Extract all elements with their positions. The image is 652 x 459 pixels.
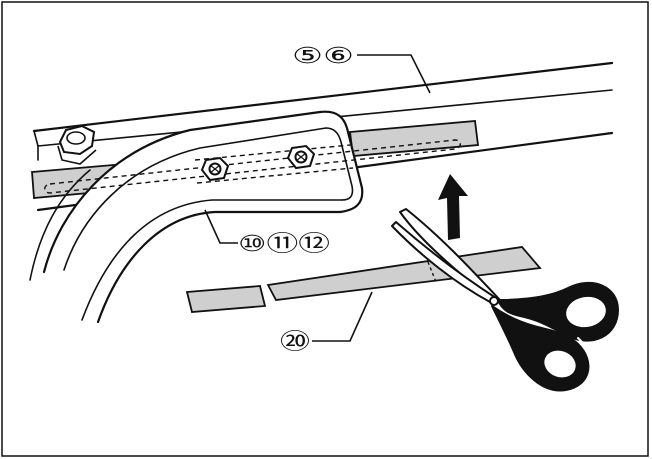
bolt-icon [57,124,97,165]
curved-arm [29,110,364,324]
callout-rail: ⑤⑥ [292,44,354,69]
up-arrow-icon [438,174,468,240]
nut-icon [286,144,316,170]
tape-hidden-outline [44,139,461,194]
callout-tape: ⑳ [280,330,310,355]
nut-icon [200,156,230,182]
tape-on-rail-right [348,120,480,157]
leader-lines [204,54,431,342]
callout-bracket: ⑩⑪⑫ [238,232,330,257]
scissors-icon [391,208,619,392]
tape-strip-short [185,285,267,313]
